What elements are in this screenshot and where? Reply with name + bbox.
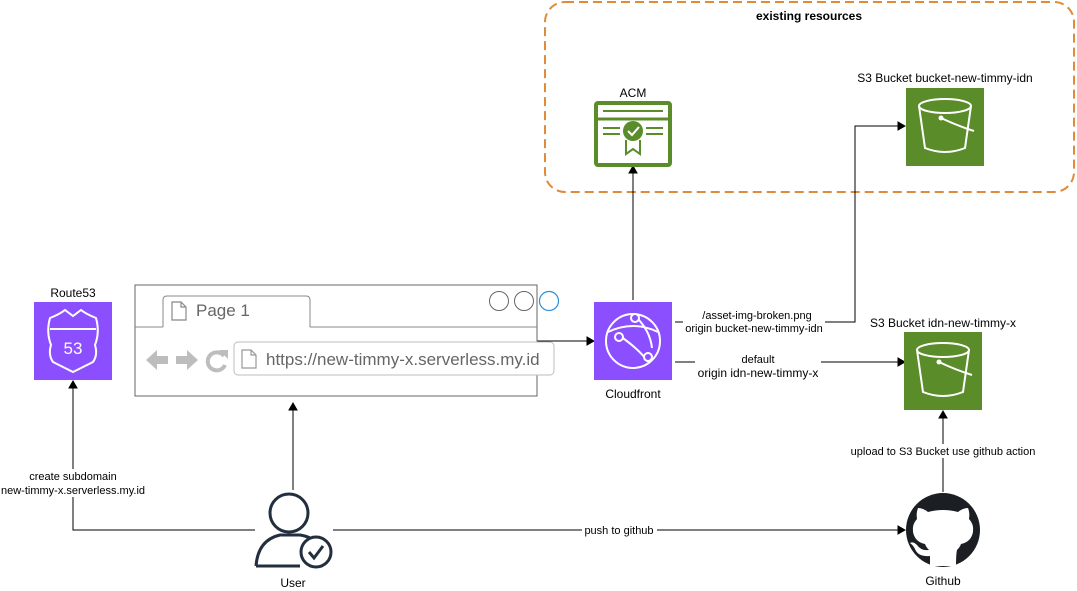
arrowhead-route53 bbox=[68, 379, 78, 389]
arrowhead-s3-new bbox=[897, 357, 907, 367]
forward-arrow-icon[interactable] bbox=[176, 350, 198, 370]
cloudfront-node[interactable]: Cloudfront bbox=[594, 302, 672, 401]
window-control-circle[interactable] bbox=[538, 290, 560, 312]
label-bg bbox=[695, 352, 821, 380]
edge-user-route53 bbox=[72, 388, 255, 531]
reload-icon[interactable] bbox=[205, 350, 228, 373]
edge-label-origin-existing: origin bucket-new-timmy-idn bbox=[685, 323, 823, 335]
back-arrow-icon[interactable] bbox=[146, 350, 168, 370]
label-bg bbox=[848, 444, 1038, 458]
route53-node[interactable]: Route53 53 bbox=[34, 286, 112, 380]
s3-new-label: S3 Bucket idn-new-timmy-x bbox=[870, 316, 1016, 330]
edge-label-asset-path: /asset-img-broken.png bbox=[702, 310, 811, 322]
browser-tab[interactable] bbox=[162, 295, 311, 327]
user-label: User bbox=[280, 576, 305, 590]
edge-label-create-subdomain: create subdomain bbox=[29, 471, 116, 483]
label-bg bbox=[2, 469, 146, 497]
user-check-icon bbox=[254, 492, 333, 569]
existing-resources-border bbox=[544, 1, 1075, 193]
edge-label-subdomain: new-timmy-x.serverless.my.id bbox=[1, 485, 145, 497]
page-icon bbox=[241, 349, 257, 369]
arrowhead-s3-existing bbox=[897, 121, 907, 131]
arrowhead-browser bbox=[288, 401, 298, 411]
label-bg bbox=[582, 523, 657, 537]
s3-existing-label: S3 Bucket bucket-new-timmy-idn bbox=[857, 71, 1032, 85]
label-bg bbox=[683, 309, 825, 337]
edge-label-push: push to github bbox=[584, 525, 653, 537]
s3-existing-node[interactable]: S3 Bucket bucket-new-timmy-idn bbox=[857, 71, 1033, 166]
edge-label-github-action: upload to S3 Bucket use github action bbox=[851, 446, 1036, 458]
edge-labels: /asset-img-broken.png origin bucket-new-… bbox=[1, 309, 1038, 537]
github-octocat-icon bbox=[906, 493, 980, 567]
s3-bucket-icon bbox=[904, 332, 982, 410]
existing-resources-title: existing resources bbox=[756, 9, 862, 23]
cloudfront-label: Cloudfront bbox=[605, 387, 661, 401]
route53-label: Route53 bbox=[50, 286, 96, 300]
acm-label: ACM bbox=[620, 86, 647, 100]
browser-window[interactable]: Page 1 https://new-timmy-x.serverless.my… bbox=[134, 284, 560, 397]
s3-bucket-icon bbox=[906, 88, 984, 166]
address-bar-url: https://new-timmy-x.serverless.my.id bbox=[266, 350, 540, 369]
certificate-manager-icon bbox=[594, 101, 672, 167]
route53-shield-number: 53 bbox=[64, 339, 83, 358]
acm-node[interactable]: ACM bbox=[594, 86, 672, 167]
arrowhead-github bbox=[897, 525, 907, 535]
s3-new-node[interactable]: S3 Bucket idn-new-timmy-x bbox=[870, 316, 1016, 410]
edge-label-origin-new: origin idn-new-timmy-x bbox=[698, 366, 819, 380]
browser-tab-label: Page 1 bbox=[196, 301, 250, 320]
arrowhead-s3-new-up bbox=[938, 409, 948, 419]
user-node[interactable]: User bbox=[254, 492, 333, 590]
arrowhead-acm bbox=[628, 164, 638, 174]
github-node[interactable]: Github bbox=[906, 493, 980, 588]
edge-label-default: default bbox=[741, 354, 774, 366]
github-label: Github bbox=[925, 574, 961, 588]
window-controls bbox=[489, 290, 560, 312]
window-control-circle[interactable] bbox=[489, 291, 509, 311]
cloudfront-icon bbox=[594, 302, 672, 380]
route53-shield-icon: 53 bbox=[34, 302, 112, 380]
browser-frame bbox=[134, 284, 538, 397]
window-control-circle[interactable] bbox=[514, 291, 534, 311]
existing-resources-group: existing resources bbox=[544, 1, 1075, 193]
page-icon bbox=[171, 301, 187, 321]
edge-cloudfront-s3-existing bbox=[675, 125, 898, 323]
address-bar[interactable] bbox=[233, 341, 555, 376]
arrowhead-cloudfront bbox=[586, 336, 596, 346]
